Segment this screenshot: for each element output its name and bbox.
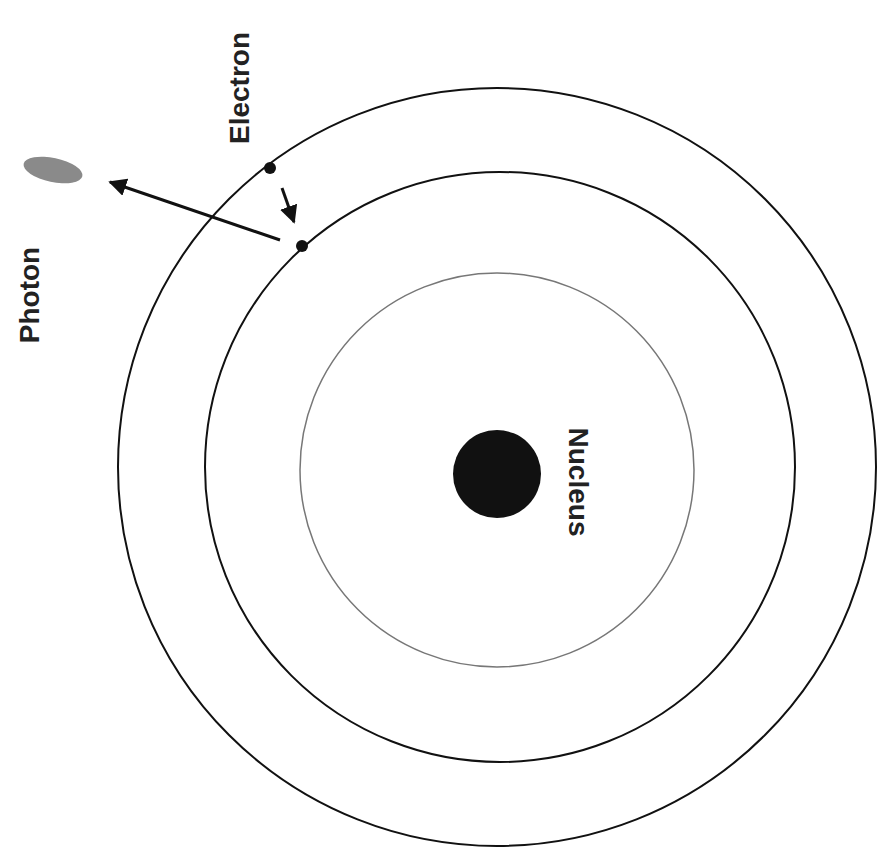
electron-dot: [296, 240, 308, 252]
outer-orbit: [118, 88, 876, 846]
inner-orbit: [300, 273, 694, 667]
electron-dot: [264, 162, 276, 174]
part-label: Nucleus: [564, 428, 592, 537]
nucleus: [453, 430, 541, 518]
middle-orbit: [205, 172, 795, 762]
part-label: Electron: [226, 32, 254, 144]
photon: [21, 152, 85, 188]
emission-arrow: [110, 182, 280, 240]
transition-arrow: [282, 188, 294, 222]
part-label: Photon: [16, 247, 44, 343]
